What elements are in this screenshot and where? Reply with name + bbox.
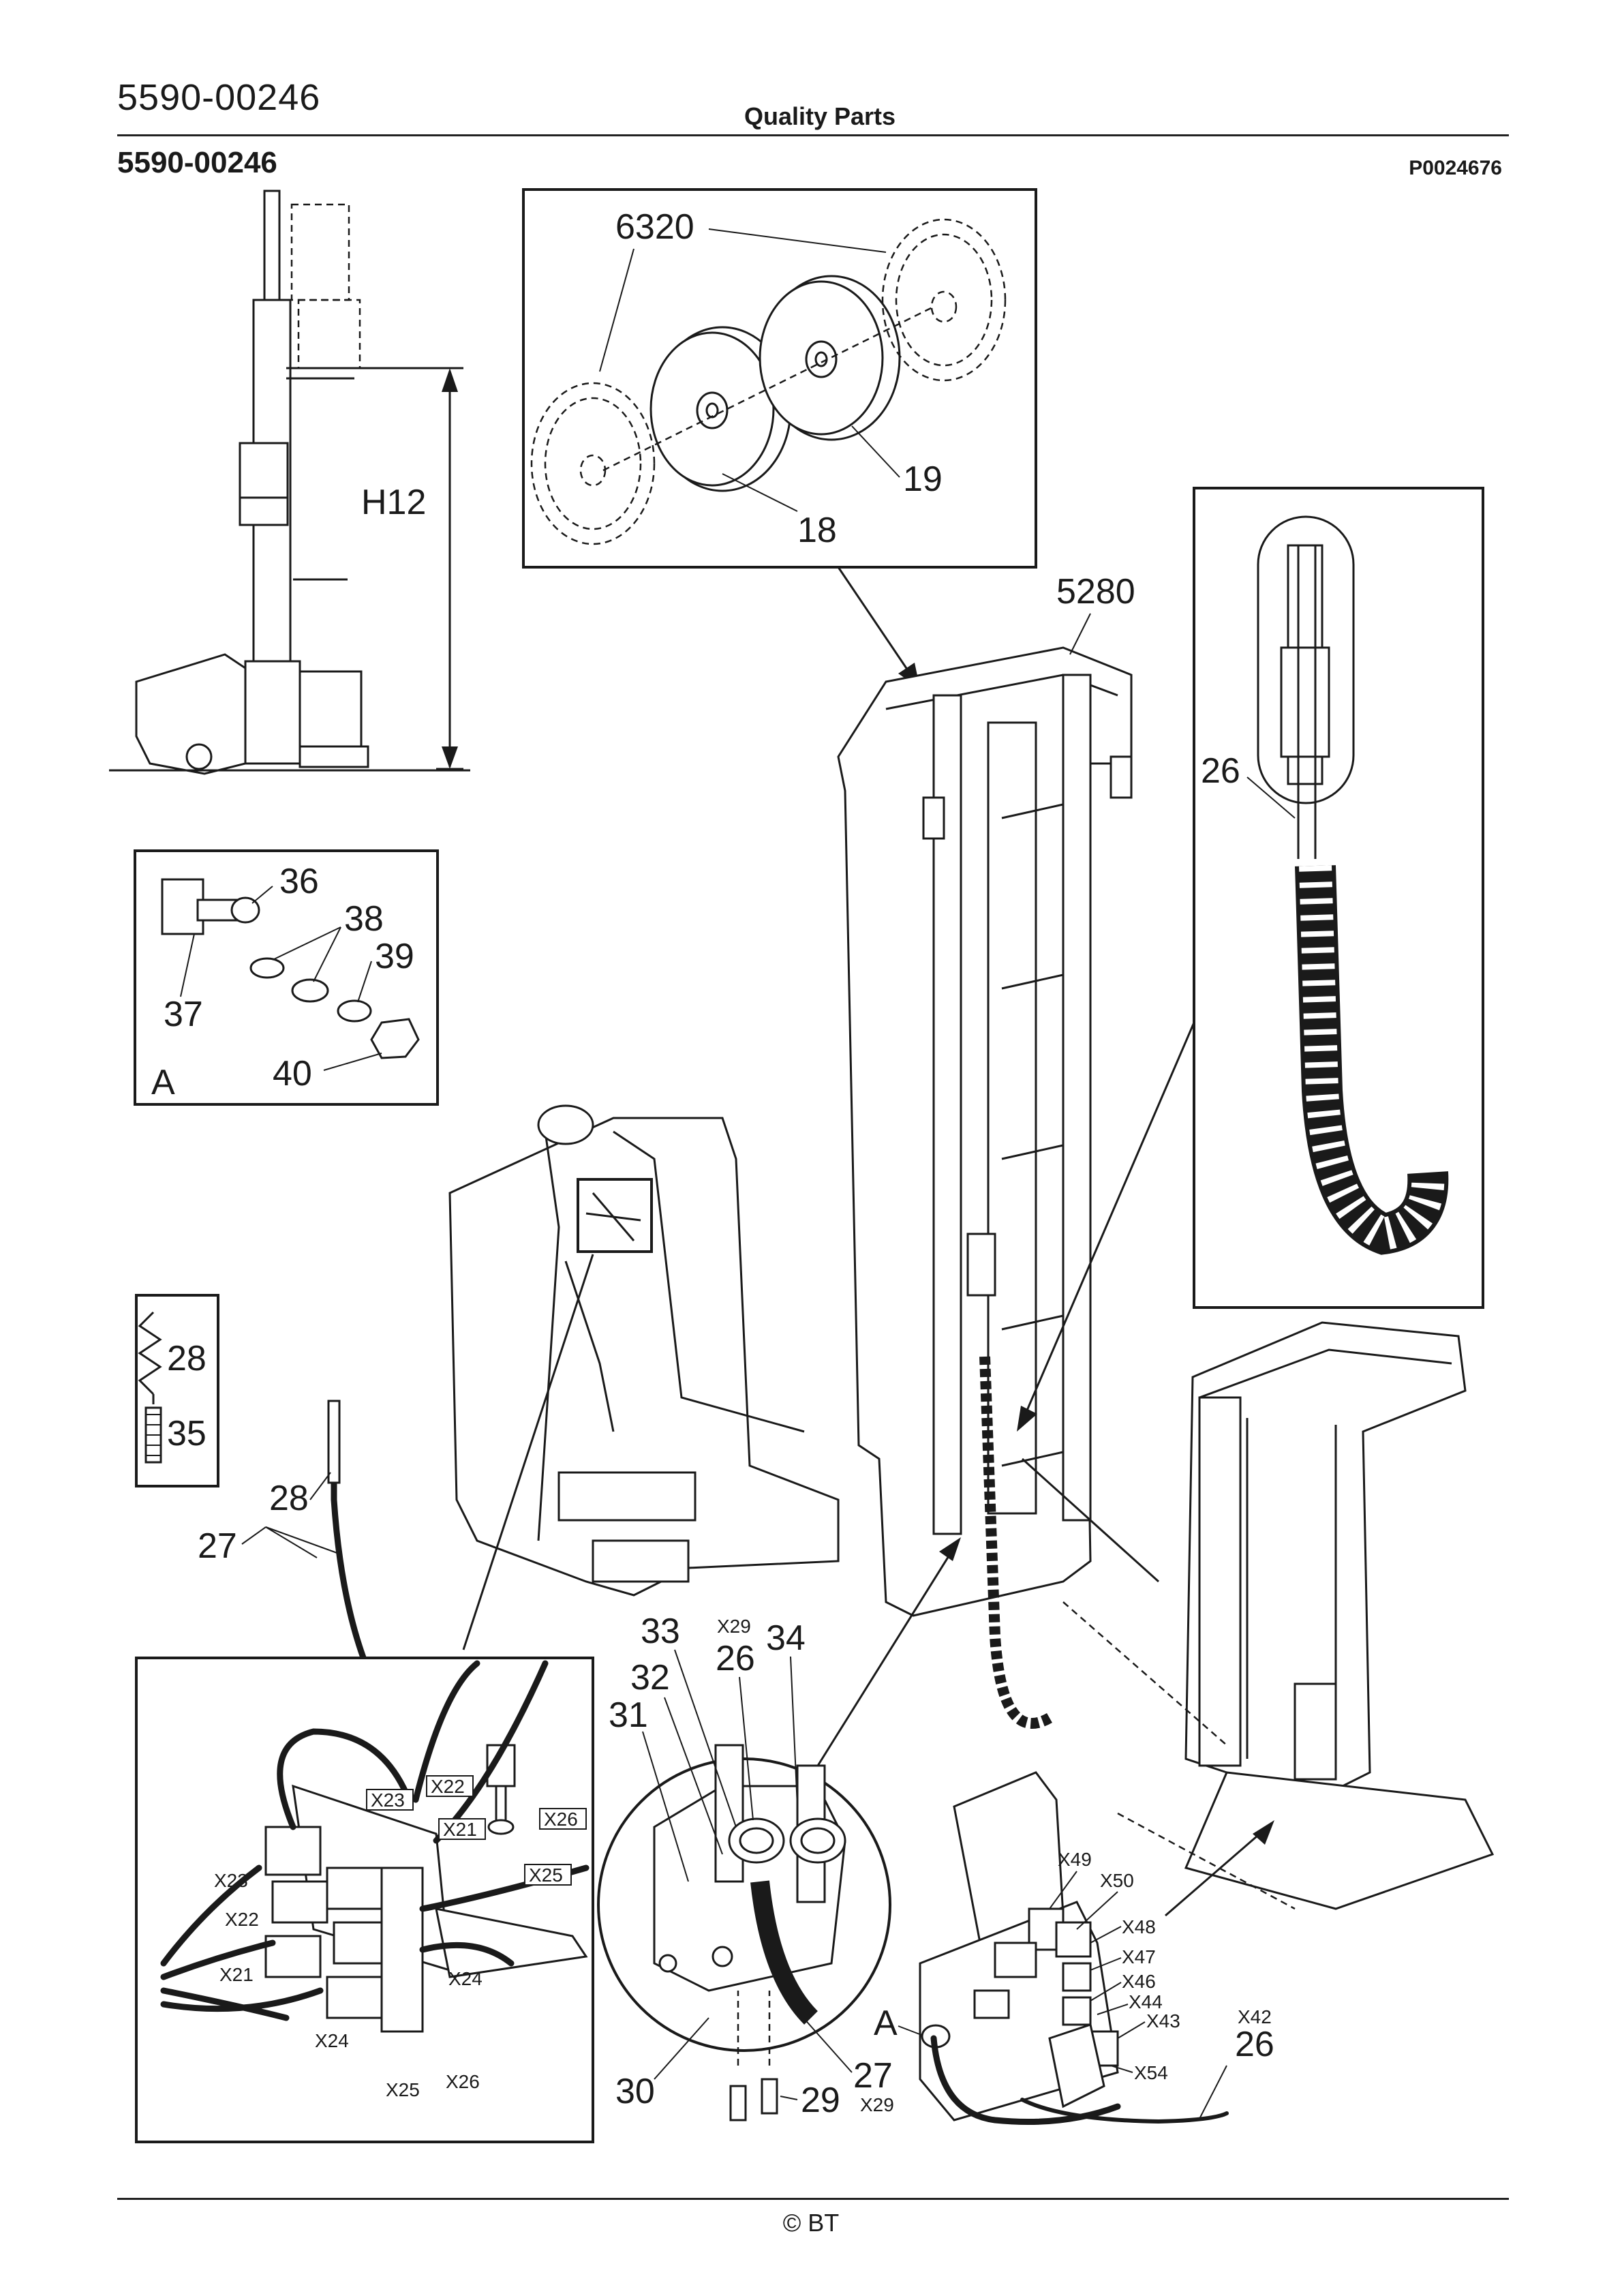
connector-x46: X46 — [1122, 1971, 1156, 1992]
connector-x29-bottom: X29 — [860, 2094, 894, 2115]
connector-x23-tag: X23 — [371, 1789, 405, 1811]
callout-26-board: 26 — [1235, 2025, 1274, 2064]
truck-side-view: H12 — [109, 190, 470, 775]
connector-x23-label: X23 — [214, 1870, 248, 1891]
side-frame — [1021, 1321, 1495, 1917]
view-label-a: A — [151, 1063, 175, 1102]
connector-block-detail: X23 X22 X21 X26 X25 X23 X22 X21 X24 X24 … — [135, 1657, 594, 2143]
connector-x22-label: X22 — [225, 1909, 259, 1930]
callout-18: 18 — [797, 511, 837, 550]
callout-29: 29 — [801, 2081, 840, 2120]
pulley-detail: 6320 18 19 — [522, 188, 1037, 689]
callout-26-clamp: 26 — [716, 1639, 755, 1678]
connector-x21-tag: X21 — [443, 1819, 477, 1840]
chassis-frame — [448, 1104, 840, 1650]
connector-x25-label: X25 — [386, 2079, 420, 2100]
mast-assembly: 5280 — [837, 572, 1135, 1729]
connector-x25-tag: X25 — [529, 1864, 563, 1886]
header-title: Quality Parts — [744, 102, 896, 130]
callout-35: 35 — [167, 1414, 206, 1453]
callout-32: 32 — [630, 1658, 670, 1697]
dimension-label-h12: H12 — [361, 483, 426, 522]
callout-37: 37 — [164, 995, 203, 1034]
callout-28-loose: 28 — [269, 1479, 309, 1518]
callout-31: 31 — [609, 1695, 648, 1735]
header-part-number: 5590-00246 — [117, 77, 321, 118]
hose-clamp-detail: 33 X29 26 34 32 31 30 29 27 X29 — [597, 1537, 961, 2121]
connector-x22-tag: X22 — [431, 1776, 465, 1797]
connector-x29-top: X29 — [717, 1616, 751, 1637]
callout-27-loose: 27 — [198, 1526, 237, 1566]
connector-x21-label: X21 — [219, 1964, 254, 1985]
callout-40: 40 — [273, 1054, 312, 1093]
section-number: 5590-00246 — [117, 146, 277, 179]
callout-6320: 6320 — [615, 207, 694, 247]
connector-x54: X54 — [1134, 2062, 1168, 2083]
callout-34: 34 — [766, 1618, 806, 1658]
connector-x48: X48 — [1122, 1916, 1156, 1937]
view-label-a-board: A — [874, 2004, 898, 2043]
footer-copyright: © BT — [782, 2209, 840, 2237]
loose-cable: 28 27 — [198, 1400, 480, 1789]
connector-x42: X42 — [1238, 2006, 1272, 2027]
callout-30: 30 — [615, 2072, 655, 2111]
connector-x47: X47 — [1122, 1946, 1156, 1967]
callout-39: 39 — [375, 937, 414, 976]
connector-x43: X43 — [1146, 2010, 1180, 2031]
callout-28-spring: 28 — [167, 1339, 206, 1378]
connector-x26-tag: X26 — [544, 1809, 578, 1830]
callout-38: 38 — [344, 899, 384, 939]
callout-26-chain: 26 — [1201, 751, 1240, 791]
header-rule — [117, 134, 1509, 136]
control-board: X49 X50 X48 X47 X46 X44 X43 X54 X42 26 A — [874, 1771, 1274, 2125]
connector-x24-label: X24 — [315, 2030, 349, 2051]
cable-chain-detail: 26 — [1017, 487, 1484, 1432]
callout-36: 36 — [279, 862, 319, 901]
connector-x49: X49 — [1058, 1849, 1092, 1870]
connector-x44: X44 — [1129, 1991, 1163, 2012]
footer-rule — [117, 2198, 1509, 2200]
callout-5280: 5280 — [1056, 572, 1135, 611]
spring-detail: 28 35 — [135, 1294, 219, 1487]
figure-reference: P0024676 — [1409, 157, 1502, 179]
connector-x26-label: X26 — [446, 2071, 480, 2092]
callout-33: 33 — [641, 1612, 680, 1651]
connector-x50: X50 — [1100, 1870, 1134, 1891]
bolt-detail: 36 37 38 39 40 A — [134, 849, 439, 1106]
callout-19: 19 — [903, 459, 943, 499]
connector-x24-label-right: X24 — [448, 1968, 483, 1989]
callout-27-clamp: 27 — [853, 2056, 893, 2096]
